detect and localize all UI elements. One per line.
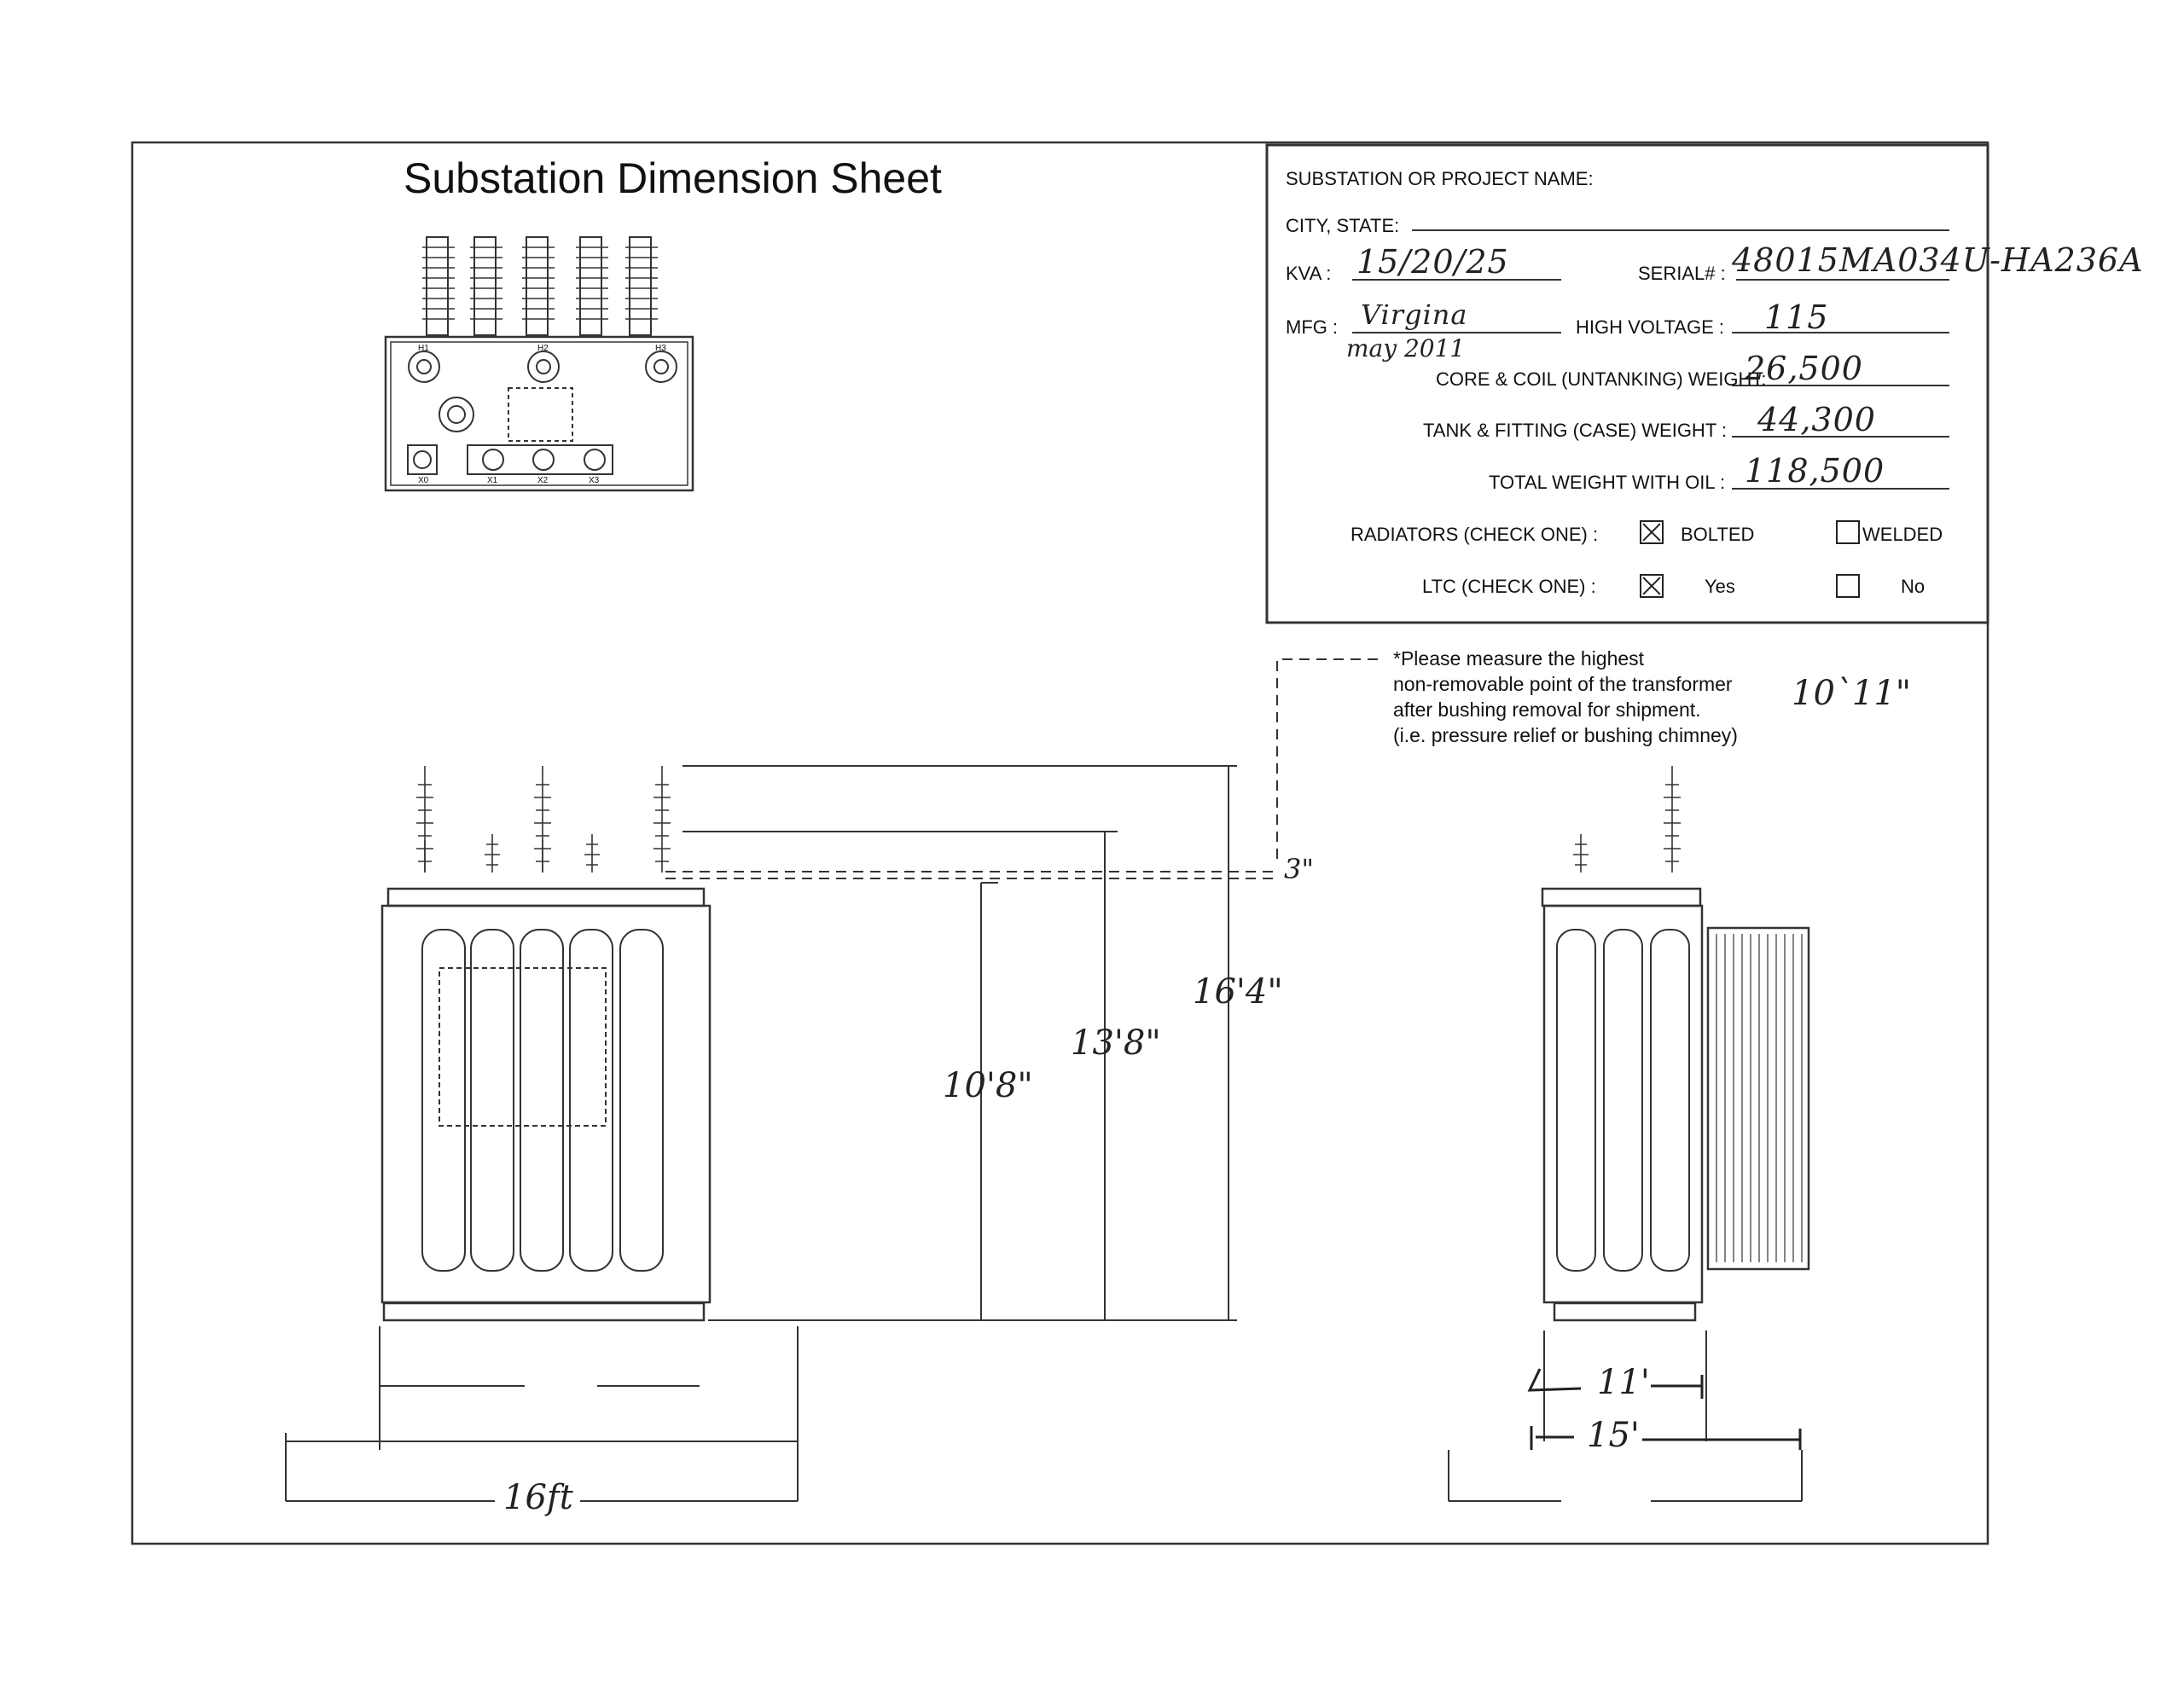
label-h1: H1 (418, 344, 429, 353)
serial-value: 48015MA034U-HA236A (1732, 241, 2144, 279)
project-name-label: SUBSTATION OR PROJECT NAME: (1286, 168, 1594, 189)
clearance-dimension: 3" (1284, 853, 1315, 885)
side-width-dimension-11: 11' (1597, 1363, 1650, 1402)
mfg-label: MFG : (1286, 316, 1339, 338)
ltc-label: LTC (CHECK ONE) : (1422, 576, 1596, 597)
label-x1: X1 (487, 476, 498, 485)
core-coil-weight-value: 26,500 (1745, 350, 1863, 387)
ltc-no-label: No (1901, 576, 1926, 597)
height-dimensions (665, 765, 1277, 1321)
radiators-bolted-checkbox[interactable] (1640, 520, 1664, 544)
height-dimension-16-4: 16'4" (1193, 972, 1283, 1012)
serial-label: SERIAL# : (1638, 263, 1726, 284)
high-voltage-value: 115 (1764, 299, 1829, 336)
total-weight-value: 118,500 (1745, 452, 1885, 490)
top-view (384, 236, 694, 492)
mfg-value: Virgina (1361, 299, 1468, 331)
height-dimension-10-8: 10'8" (943, 1066, 1033, 1105)
radiators-welded-checkbox[interactable] (1836, 520, 1860, 544)
radiators-bolted-label: BOLTED (1681, 524, 1755, 545)
label-x2: X2 (537, 476, 549, 485)
ltc-yes-checkbox[interactable] (1640, 574, 1664, 598)
page-title: Substation Dimension Sheet (404, 154, 942, 202)
label-h2: H2 (537, 344, 549, 353)
kva-label: KVA : (1286, 263, 1332, 284)
note-line-1: *Please measure the highest (1393, 647, 1645, 670)
info-box (1265, 143, 1989, 624)
side-view (1448, 766, 1810, 1502)
measurement-note: *Please measure the highest non-removabl… (1393, 646, 1794, 748)
label-h3: H3 (655, 344, 666, 353)
mfg-date: may 2011 (1346, 334, 1466, 362)
note-handwritten-value: 10`11" (1792, 674, 1912, 713)
tank-weight-label: TANK & FITTING (CASE) WEIGHT : (1423, 420, 1728, 441)
radiators-welded-label: WELDED (1862, 524, 1943, 545)
city-state-label: CITY, STATE: (1286, 215, 1400, 236)
high-voltage-label: HIGH VOLTAGE : (1576, 316, 1724, 338)
radiators-label: RADIATORS (CHECK ONE) : (1350, 524, 1599, 545)
core-coil-weight-label: CORE & COIL (UNTANKING) WEIGHT: (1436, 368, 1767, 390)
outer-frame (131, 141, 1989, 1545)
height-dimension-13-8: 13'8" (1071, 1023, 1161, 1063)
side-width-dimension-15: 15' (1587, 1416, 1640, 1455)
note-line-4: (i.e. pressure relief or bushing chimney… (1393, 724, 1738, 746)
kva-value: 15/20/25 (1356, 243, 1509, 281)
ltc-no-checkbox[interactable] (1836, 574, 1860, 598)
tank-weight-value: 44,300 (1757, 401, 1876, 438)
front-view (285, 766, 799, 1502)
note-line-2: non-removable point of the transformer (1393, 673, 1733, 695)
label-x3: X3 (589, 476, 600, 485)
ltc-yes-label: Yes (1705, 576, 1735, 597)
note-line-3: after bushing removal for shipment. (1393, 699, 1701, 721)
label-x0: X0 (418, 476, 429, 485)
front-width-dimension: 16ft (503, 1478, 573, 1517)
total-weight-label: TOTAL WEIGHT WITH OIL : (1489, 472, 1726, 493)
